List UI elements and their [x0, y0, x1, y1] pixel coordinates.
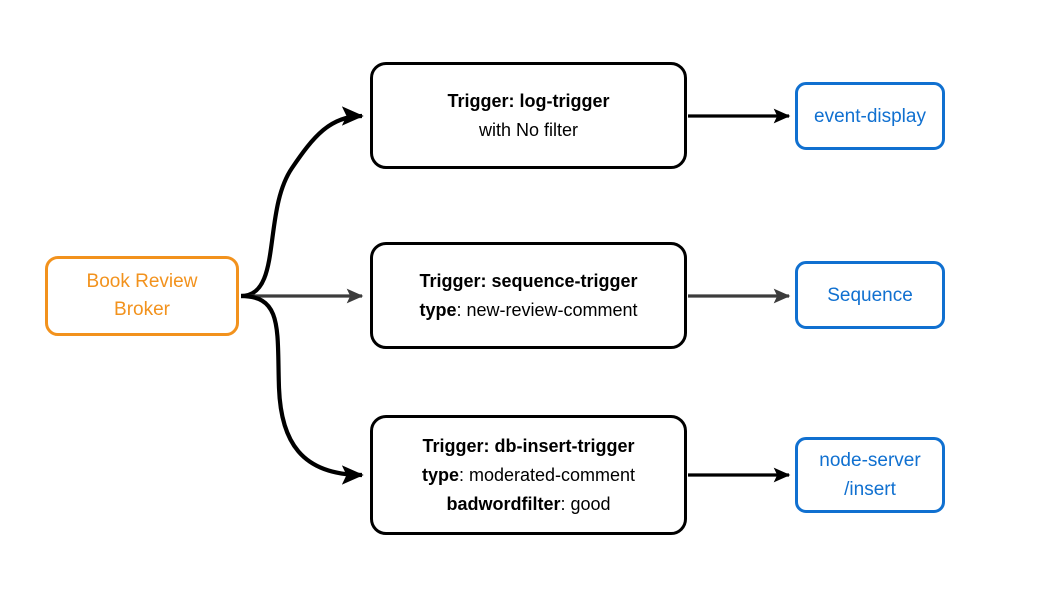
event-display-label: event-display: [814, 105, 926, 127]
db-insert-trigger-type: type: moderated-comment: [422, 461, 635, 490]
sequence-trigger-type: type: new-review-comment: [419, 296, 637, 325]
db-insert-trigger-badwordfilter-value: : good: [560, 493, 611, 514]
broker-label-line1: Book Review: [86, 271, 198, 292]
node-log-trigger[interactable]: Trigger: log-trigger with No filter: [370, 62, 687, 169]
db-insert-trigger-badwordfilter-key: badwordfilter: [446, 493, 561, 514]
db-insert-trigger-type-key: type: [421, 464, 459, 485]
node-db-insert-trigger[interactable]: Trigger: db-insert-trigger type: moderat…: [370, 415, 687, 535]
log-trigger-filter-value: with No filter: [478, 119, 579, 140]
log-trigger-title: Trigger: log-trigger: [447, 90, 610, 111]
db-insert-trigger-badwordfilter: badwordfilter: good: [446, 490, 610, 519]
log-trigger-filter: with No filter: [479, 116, 578, 145]
sequence-trigger-type-value: : new-review-comment: [456, 299, 638, 320]
broker-label-line2: Broker: [114, 299, 170, 320]
sequence-trigger-title: Trigger: sequence-trigger: [419, 270, 638, 291]
sequence-label: Sequence: [827, 284, 913, 306]
node-book-review-broker[interactable]: Book Review Broker: [45, 256, 239, 336]
node-sequence-trigger[interactable]: Trigger: sequence-trigger type: new-revi…: [370, 242, 687, 349]
node-sequence[interactable]: Sequence: [795, 261, 945, 329]
node-server-label-line2: /insert: [844, 479, 896, 500]
node-event-display[interactable]: event-display: [795, 82, 945, 150]
edge-broker-to-log-trigger: [240, 106, 364, 299]
edge-broker-to-db-insert-trigger: [240, 293, 364, 485]
db-insert-trigger-type-value: : moderated-comment: [458, 464, 636, 485]
db-insert-trigger-title: Trigger: db-insert-trigger: [422, 435, 635, 456]
sequence-trigger-type-key: type: [419, 299, 457, 320]
node-node-server-insert[interactable]: node-server /insert: [795, 437, 945, 513]
node-server-label-line1: node-server: [819, 450, 921, 471]
